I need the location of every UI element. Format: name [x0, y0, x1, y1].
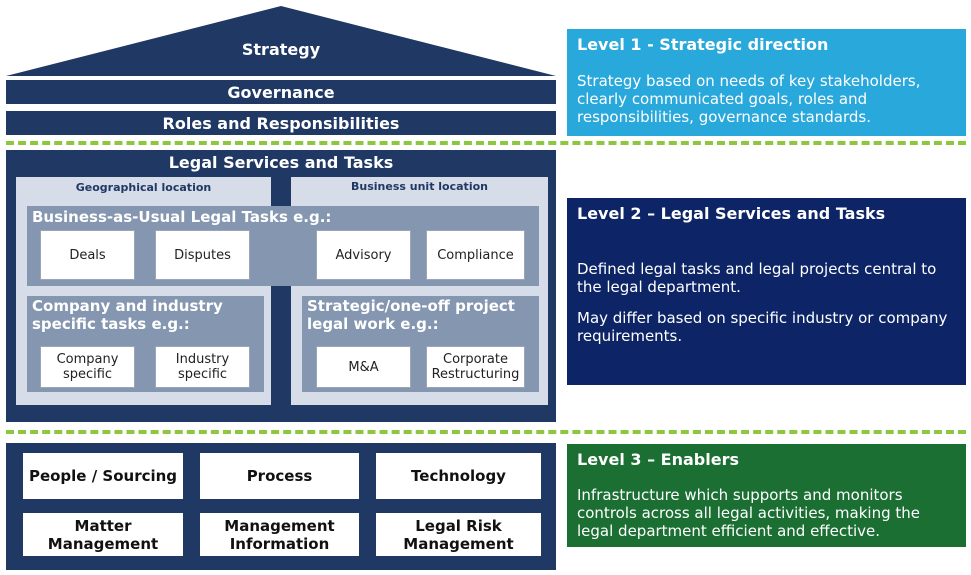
bau-tasks-title: Business-as-Usual Legal Tasks e.g.:: [32, 208, 332, 226]
level2-title: Level 2 – Legal Services and Tasks: [577, 204, 886, 223]
task-company-specific: Company specific: [40, 346, 135, 388]
enabler-people-sourcing: People / Sourcing: [23, 453, 183, 499]
business-unit-label: Business unit location: [351, 180, 488, 193]
level2-text-1: Defined legal tasks and legal projects c…: [577, 260, 937, 296]
task-compliance: Compliance: [426, 230, 525, 280]
divider-level2: [6, 430, 966, 434]
level1-title: Level 1 - Strategic direction: [577, 35, 829, 54]
company-industry-title: Company and industry specific tasks e.g.…: [32, 297, 223, 333]
legal-services-title: Legal Services and Tasks: [168, 153, 394, 172]
governance-bar: Governance: [6, 80, 556, 104]
roles-bar: Roles and Responsibilities: [6, 111, 556, 135]
strategic-project-title: Strategic/one-off project legal work e.g…: [307, 297, 515, 333]
level3-text: Infrastructure which supports and monito…: [577, 486, 921, 540]
level1-box: Level 1 - Strategic direction Strategy b…: [567, 29, 966, 136]
enabler-management-information: Management Information: [200, 513, 359, 556]
level2-text-2: May differ based on specific industry or…: [577, 309, 948, 345]
strategy-roof: [6, 6, 556, 76]
strategy-label: Strategy: [241, 40, 321, 59]
task-advisory: Advisory: [316, 230, 411, 280]
level1-text: Strategy based on needs of key stakehold…: [577, 72, 921, 126]
divider-level1: [6, 141, 966, 145]
level2-box: Level 2 – Legal Services and Tasks Defin…: [567, 198, 966, 385]
level3-title: Level 3 – Enablers: [577, 450, 739, 469]
task-ma: M&A: [316, 346, 411, 388]
enabler-matter-management: Matter Management: [23, 513, 183, 556]
task-corporate-restructuring: Corporate Restructuring: [426, 346, 525, 388]
task-disputes: Disputes: [155, 230, 250, 280]
task-deals: Deals: [40, 230, 135, 280]
enabler-legal-risk-management: Legal Risk Management: [376, 513, 541, 556]
enabler-technology: Technology: [376, 453, 541, 499]
task-industry-specific: Industry specific: [155, 346, 250, 388]
geographical-label: Geographical location: [75, 181, 212, 194]
level3-box: Level 3 – Enablers Infrastructure which …: [567, 444, 966, 547]
enabler-process: Process: [200, 453, 359, 499]
